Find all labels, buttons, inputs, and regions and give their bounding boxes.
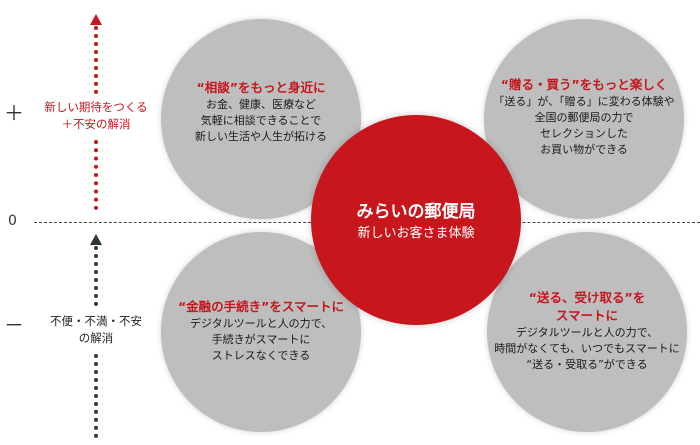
circle-send-receive-title-2: スマートに — [555, 308, 619, 323]
circle-consultation-text: “相談”をもっと身近に お金、健康、医療など 気軽に相談できることで 新しい生活… — [161, 79, 361, 145]
center-circle: みらいの郵便局 新しいお客さま体験 — [311, 115, 521, 325]
upper-dotted-line-lower — [94, 140, 98, 210]
center-subtitle: 新しいお客さま体験 — [357, 226, 475, 241]
center-title: みらいの郵便局 — [356, 202, 476, 222]
circle-gift-shopping-title: “贈る・買う”をもっと楽しく — [500, 77, 668, 92]
circle-send-receive — [487, 232, 687, 432]
circle-finance-procedure-text: “金融の手続き”をスマートに デジタルツールと人の力で、 手続きがスマートに ス… — [161, 298, 361, 364]
circle-gift-shopping-text: “贈る・買う”をもっと楽しく 「送る」が、「贈る」に変わる体験や 全国の郵便局の… — [484, 76, 684, 158]
circle-gift-shopping — [484, 19, 684, 219]
arrow-up-red-icon — [90, 14, 102, 25]
plus-symbol: ＋ — [4, 101, 24, 125]
minus-symbol: － — [4, 313, 24, 337]
circle-consultation-title: “相談”をもっと身近に — [196, 80, 326, 95]
lower-dotted-line-lower — [94, 354, 98, 438]
lower-axis-label: 不便・不満・不安 の解消 — [50, 314, 142, 345]
lower-dotted-line — [94, 246, 98, 306]
upper-dotted-line — [94, 26, 98, 94]
circle-finance-procedure-title: “金融の手続き”をスマートに — [177, 299, 345, 314]
zero-symbol: 0 — [8, 213, 17, 229]
arrow-up-dark-icon — [90, 234, 102, 245]
circle-send-receive-text: “送る、受け取る”を スマートに デジタルツールと人の力で、 時間がなくても、い… — [487, 289, 687, 373]
circle-send-receive-title-1: “送る、受け取る”を — [528, 290, 646, 305]
upper-axis-label: 新しい期待をつくる ＋不安の解消 — [44, 100, 148, 131]
